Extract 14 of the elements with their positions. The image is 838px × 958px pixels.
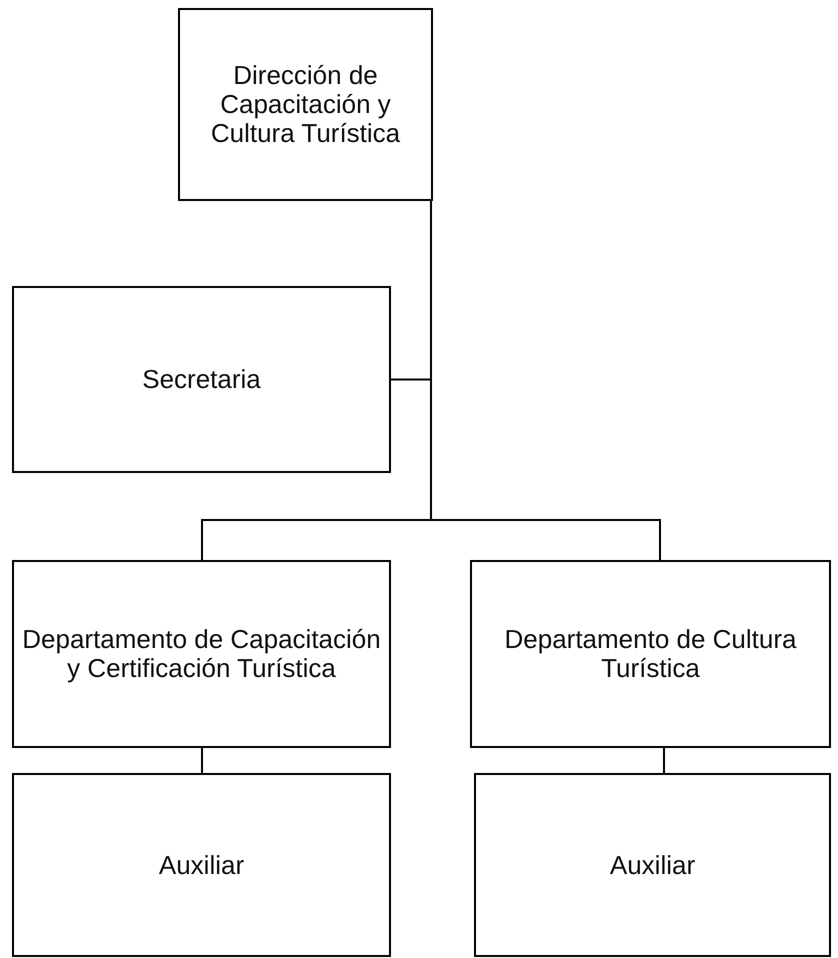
box-title: Auxiliar (158, 850, 244, 880)
org-box (470, 560, 831, 748)
box-title: Departamento de Cultura Turística (504, 625, 798, 683)
org-box (12, 773, 391, 957)
connector-line (201, 748, 203, 773)
org-box (12, 560, 391, 748)
box-title: Dirección de Capacitación y Cultura Turística (210, 61, 402, 148)
box-title: Departamento de Capacitación y Certificación Turística (22, 625, 381, 683)
org-box (12, 286, 391, 473)
box-title: Auxiliar (610, 850, 696, 880)
connector-line (663, 748, 665, 773)
box-title: Secretaria (142, 365, 261, 394)
org-box (178, 8, 433, 201)
org-box (474, 773, 831, 957)
